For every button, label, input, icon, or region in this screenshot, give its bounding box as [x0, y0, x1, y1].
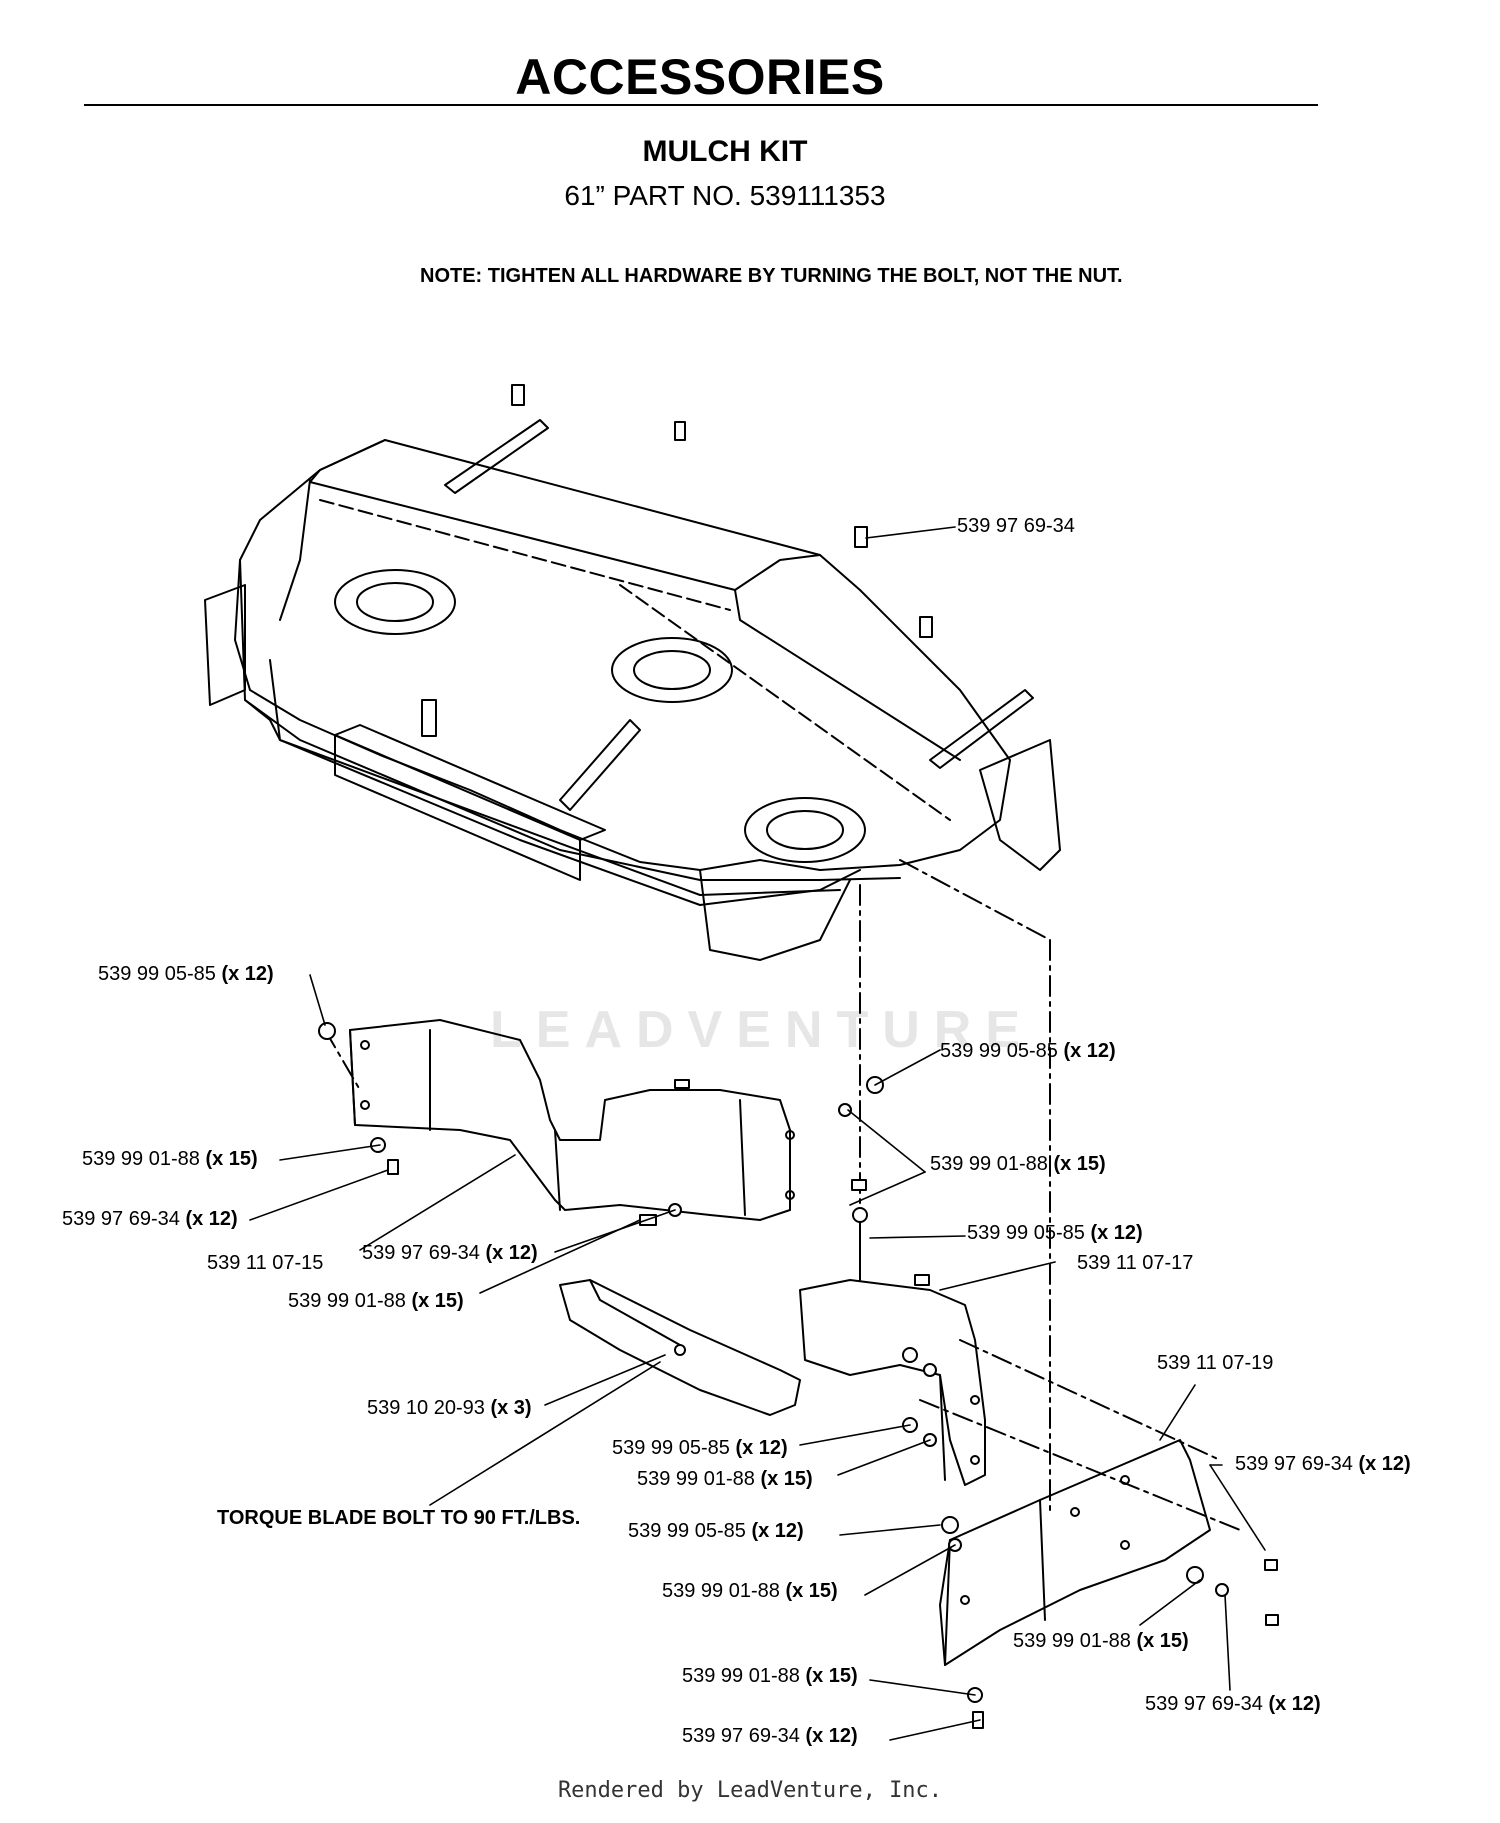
callout-539-97-69-34: 539 97 69-34 (x 12): [682, 1725, 858, 1747]
baffle-right: [939, 1439, 1211, 1666]
callout-539-99-01-88: 539 99 01-88 (x 15): [1013, 1630, 1189, 1652]
callout-539-99-05-85: 539 99 05-85 (x 12): [98, 963, 274, 985]
callout-539-99-05-85: 539 99 05-85 (x 12): [940, 1040, 1116, 1062]
callout-539-99-01-88: 539 99 01-88 (x 15): [662, 1580, 838, 1602]
footer-credit: Rendered by LeadVenture, Inc.: [557, 1778, 943, 1803]
callout-539-97-69-34: 539 97 69-34 (x 12): [362, 1242, 538, 1264]
page-title: ACCESSORIES: [515, 49, 885, 105]
callout-539-11-07-19: 539 11 07-19: [1157, 1352, 1274, 1374]
callout-539-99-05-85: 539 99 05-85 (x 12): [612, 1437, 788, 1459]
title-rule: [84, 104, 1318, 106]
watermark: LEADVENTURE: [490, 1001, 1035, 1059]
mower-blade: [559, 1279, 801, 1416]
callout-539-97-69-34: 539 97 69-34 (x 12): [62, 1208, 238, 1230]
callout-539-10-20-93: 539 10 20-93 (x 3): [367, 1397, 532, 1419]
callout-539-97-69-34: 539 97 69-34 (x 12): [1235, 1453, 1411, 1475]
callout-539-99-01-88: 539 99 01-88 (x 15): [637, 1468, 813, 1490]
callout-539-11-07-17: 539 11 07-17: [1077, 1252, 1194, 1274]
callout-539-99-01-88: 539 99 01-88 (x 15): [288, 1290, 464, 1312]
leader-lines: [249, 526, 1266, 1741]
hardware: [318, 1022, 1279, 1729]
callout-539-11-07-15: 539 11 07-15: [207, 1252, 324, 1274]
mower-deck: [204, 384, 1061, 961]
callout-539-99-01-88: 539 99 01-88 (x 15): [82, 1148, 258, 1170]
callout-539-99-05-85: 539 99 05-85 (x 12): [967, 1222, 1143, 1244]
callout-539-97-69-34: 539 97 69-34 (x 12): [1145, 1693, 1321, 1715]
baffle-middle: [799, 1214, 986, 1486]
callout-539-97-69-34: 539 97 69-34: [957, 515, 1075, 537]
kit-title: MULCH KIT: [642, 135, 808, 168]
callout-539-99-01-88: 539 99 01-88 (x 15): [682, 1665, 858, 1687]
callout-539-99-01-88: 539 99 01-88 (x 15): [930, 1153, 1106, 1175]
kit-part-number: 61” PART NO. 539111353: [564, 180, 886, 211]
callout-539-99-05-85: 539 99 05-85 (x 12): [628, 1520, 804, 1542]
callout-torque-note: TORQUE BLADE BOLT TO 90 FT./LBS.: [217, 1507, 581, 1529]
hardware-note: NOTE: TIGHTEN ALL HARDWARE BY TURNING TH…: [420, 265, 1123, 287]
assembly-lines: [324, 859, 1241, 1531]
baffle-left: [349, 1019, 795, 1221]
